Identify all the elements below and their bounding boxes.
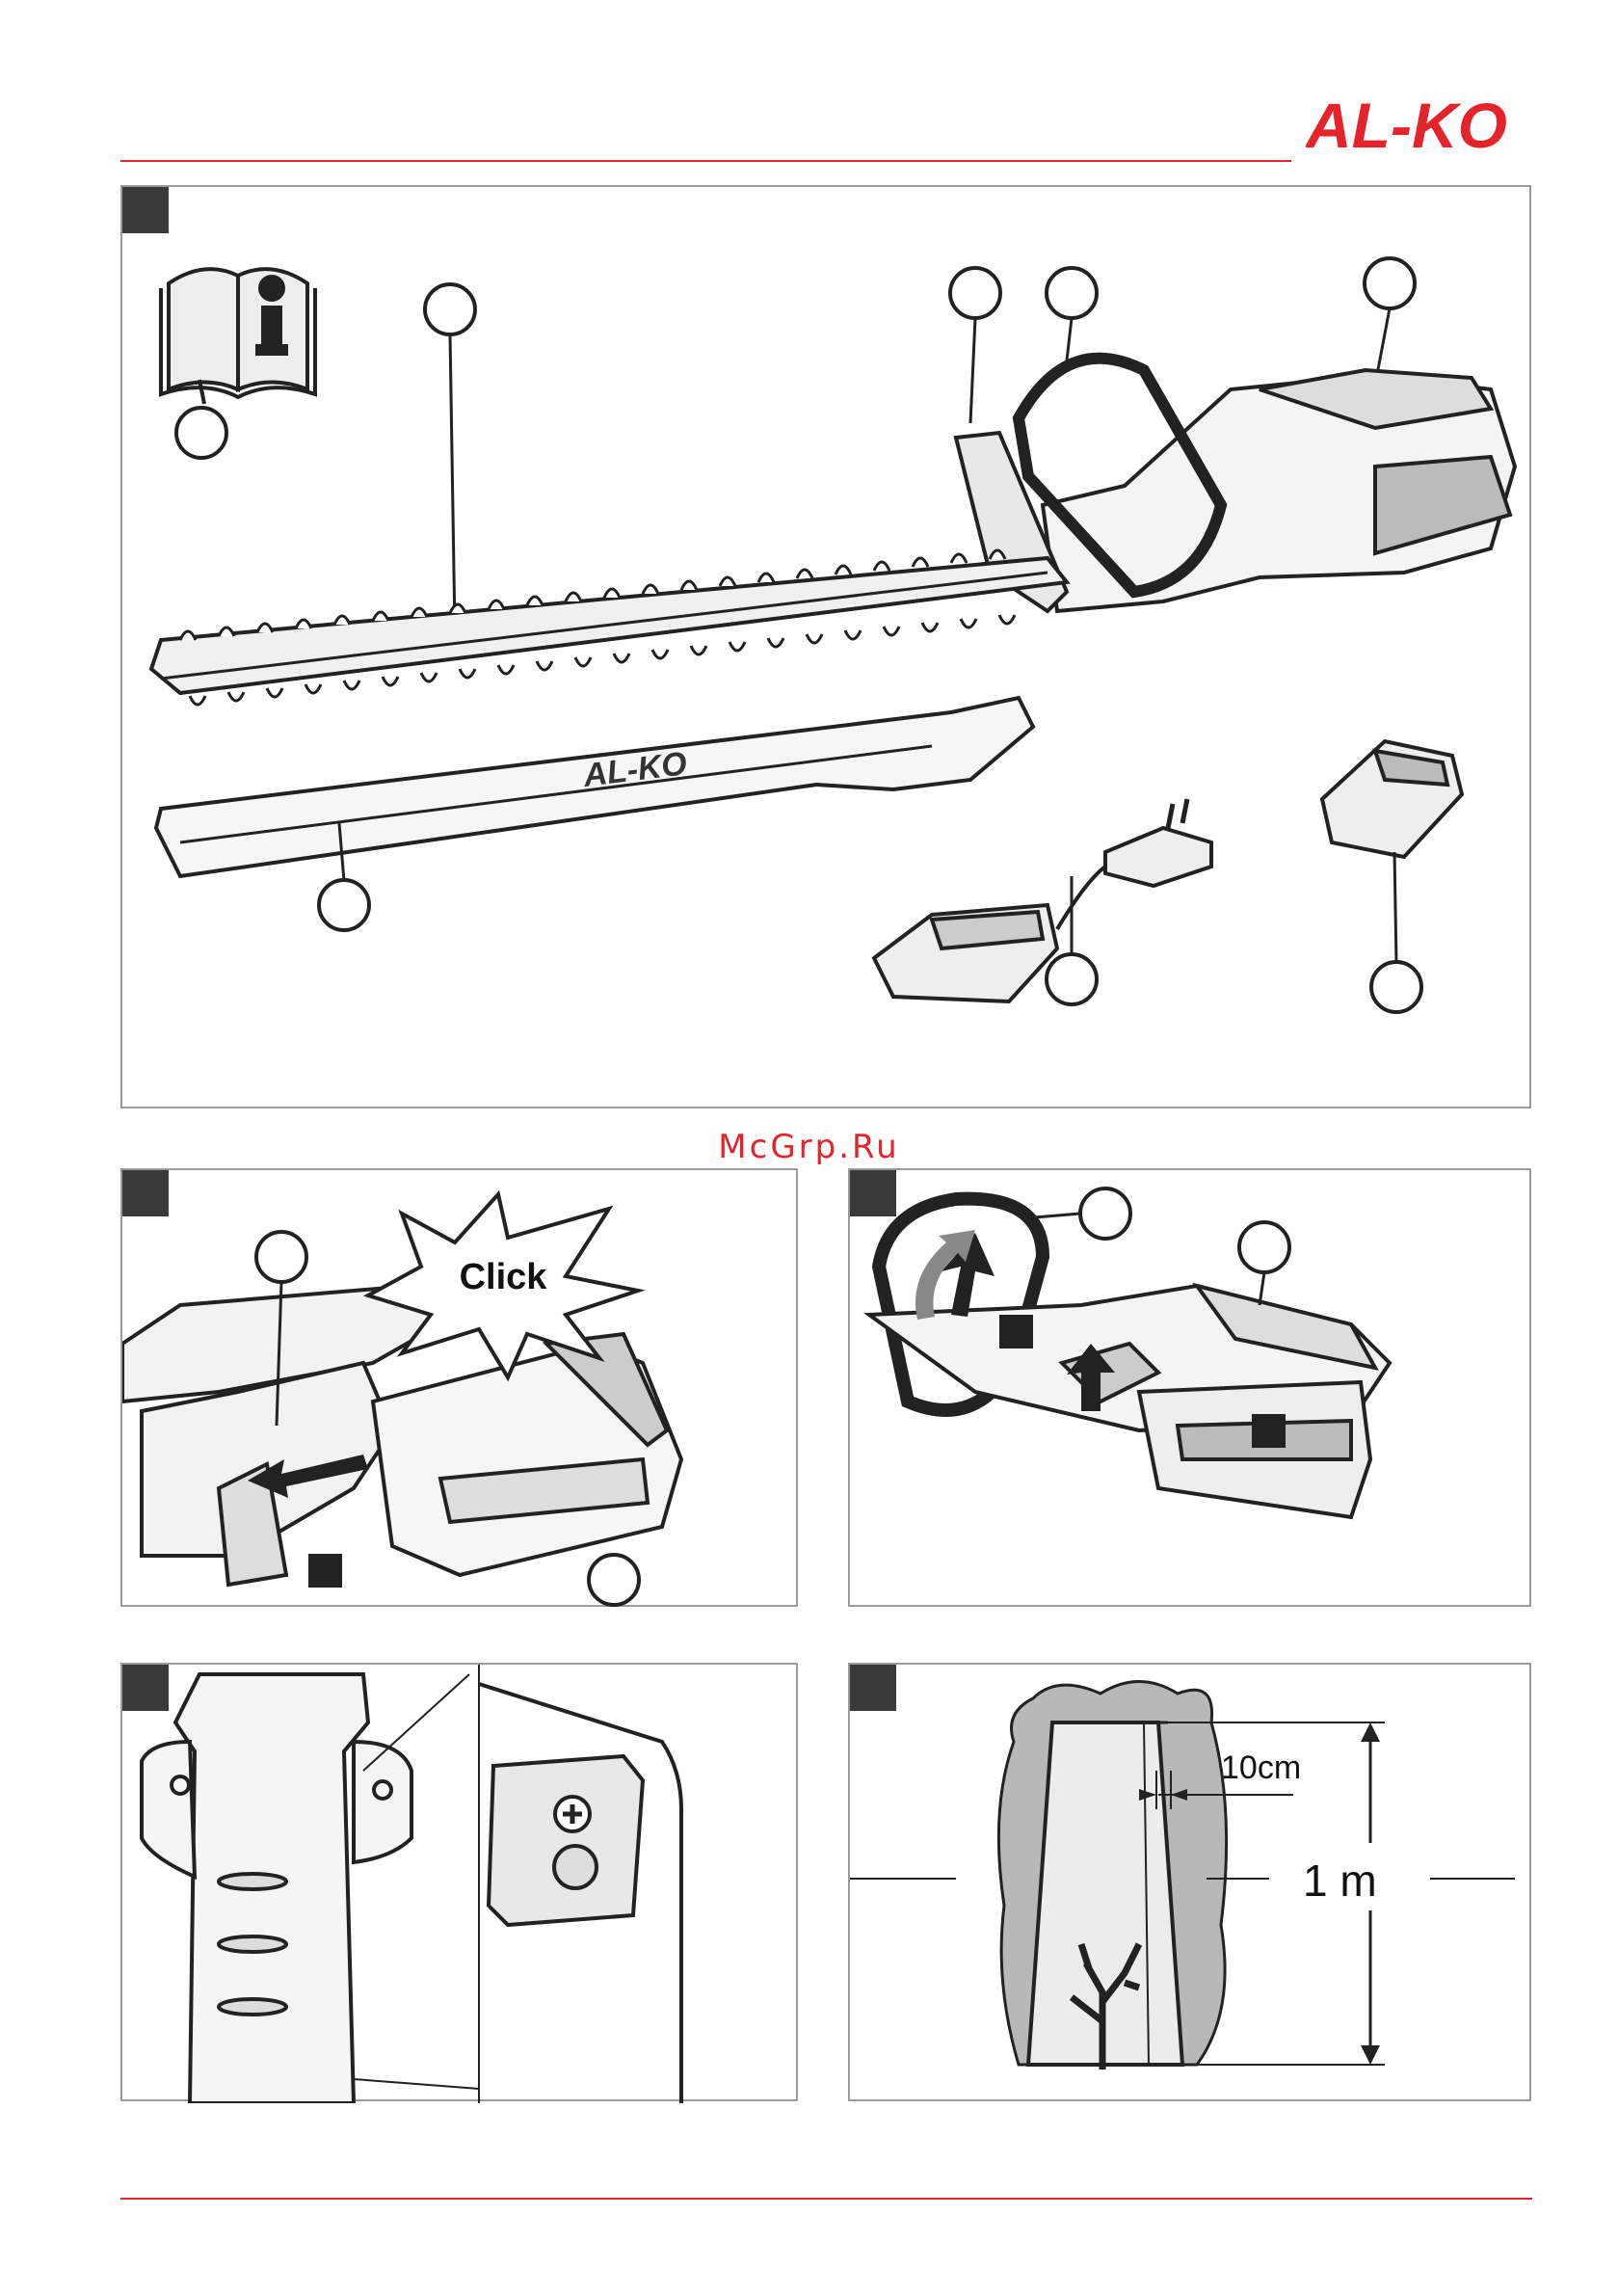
figure-overview: AL-KO xyxy=(120,185,1531,1108)
dimension-arrow-icon xyxy=(1361,1722,1380,1742)
callout-circle-icon xyxy=(1080,1188,1130,1239)
callout-circle-icon xyxy=(589,1555,639,1605)
hedge-trimmer-illustration xyxy=(151,359,1515,693)
watermark: McGrp.Ru xyxy=(0,1128,1618,1166)
hedge-profile-illustration xyxy=(998,1682,1226,2070)
callout-circle-icon xyxy=(176,408,226,458)
height-label: 1 m xyxy=(1303,1855,1377,1906)
battery-pack-illustration xyxy=(373,1334,681,1575)
callout-circle-icon xyxy=(319,880,369,930)
step-marker xyxy=(1252,1414,1286,1448)
callout-circle-icon xyxy=(425,284,475,334)
callout-circle-icon xyxy=(256,1232,306,1282)
step-marker xyxy=(999,1315,1033,1348)
step-marker xyxy=(308,1554,342,1588)
brand-logo-text: AL-KO xyxy=(1306,92,1507,159)
click-label: Click xyxy=(460,1257,548,1297)
figure-guard-mounting xyxy=(120,1663,798,2101)
callout-circle-icon xyxy=(950,268,1000,318)
figure-battery-removal xyxy=(848,1168,1531,1607)
callout-circle-icon xyxy=(1365,258,1415,308)
figure-hedge-cut: 1 m 10cm xyxy=(848,1663,1531,2101)
callout-circle-icon xyxy=(1047,954,1097,1004)
callout-circle-icon xyxy=(1371,962,1421,1012)
figure-battery-insert: Click xyxy=(120,1168,798,1607)
footer-rule xyxy=(120,2198,1532,2200)
callout-circle-icon xyxy=(1047,268,1097,318)
battery-illustration xyxy=(1322,741,1462,857)
charger-illustration xyxy=(874,799,1211,1001)
brand-logo: AL-KO xyxy=(1306,92,1537,159)
guard-closeup-illustration xyxy=(142,1665,681,2103)
width-label: 10cm xyxy=(1221,1749,1301,1786)
header-rule xyxy=(120,160,1291,162)
dimension-arrow-icon xyxy=(1361,2045,1380,2065)
callout-circle-icon xyxy=(1239,1222,1289,1272)
info-manual-icon xyxy=(161,269,315,404)
